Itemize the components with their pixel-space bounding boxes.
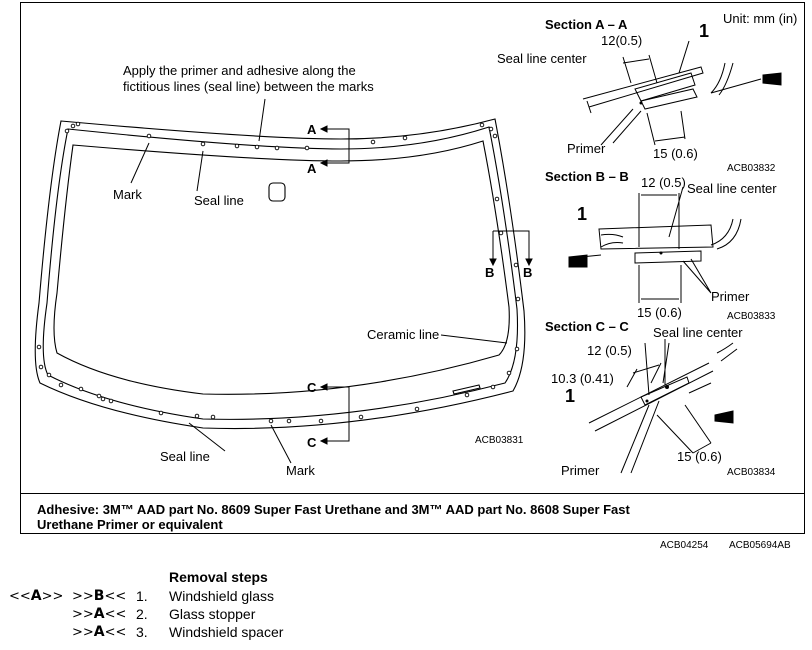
windshield-diagram — [34, 40, 782, 474]
unit-label: Unit: mm (in) — [723, 11, 798, 26]
mark-label-top: Mark — [113, 187, 142, 202]
ceramic-line-label: Ceramic line — [367, 327, 440, 342]
step-3-number: 3. — [136, 624, 148, 640]
section-c-drawing — [588, 339, 738, 474]
footer-code-left: ACB04254 — [660, 540, 709, 551]
section-b-primer: Primer — [711, 289, 750, 304]
adhesive-note-line1: Adhesive: 3M™ AAD part No. 8609 Super Fa… — [37, 502, 630, 517]
section-b-part-number: 1 — [577, 204, 588, 224]
windshield-outer-outline — [34, 118, 526, 430]
footer-code-right: ACB05694AB — [729, 540, 791, 551]
adhesive-note-line2: Urethane Primer or equivalent — [37, 517, 223, 532]
ref-bracket-left: >> — [72, 589, 94, 604]
section-c-title: Section C – C — [545, 319, 629, 334]
section-b-seal-line-center: Seal line center — [687, 181, 777, 196]
section-c-arrow-top-letter: C — [307, 380, 317, 395]
ref-bracket-right: << — [104, 589, 127, 604]
ref-bracket-left: >> — [72, 607, 94, 622]
section-a-primer: Primer — [567, 141, 606, 156]
ref-bracket-right: << — [104, 625, 127, 640]
section-c-code: ACB03834 — [727, 467, 776, 478]
adhesive-note: Adhesive: 3M™ AAD part No. 8609 Super Fa… — [21, 493, 804, 533]
section-c-dim-bottom: 15 (0.6) — [677, 449, 722, 464]
seal-line-label-top: Seal line — [194, 193, 244, 208]
removal-steps-heading: Removal steps — [169, 569, 268, 585]
section-c-dim-top: 12 (0.5) — [587, 343, 632, 358]
mark-dots — [36, 121, 521, 424]
section-b-code: ACB03833 — [727, 311, 776, 322]
section-a-part-number: 1 — [699, 21, 710, 41]
ref-letter: B — [93, 588, 105, 604]
step-1-remove-ref[interactable]: >>B<< — [72, 588, 126, 604]
primer-instruction-line1: Apply the primer and adhesive along the — [123, 63, 356, 78]
ref-bracket-left: >> — [72, 625, 94, 640]
sensor-window — [268, 182, 286, 202]
section-a-arrow-top-letter: A — [307, 122, 317, 137]
section-b-title: Section B – B — [545, 169, 629, 184]
step-2-name[interactable]: Glass stopper — [169, 606, 256, 622]
bottom-stripe — [452, 384, 481, 395]
ref-letter: A — [93, 606, 105, 622]
section-c-dim-mid: 10.3 (0.41) — [551, 371, 614, 386]
step-3-remove-ref[interactable]: >>A<< — [72, 624, 126, 640]
section-a-seal-line-center: Seal line center — [497, 51, 587, 66]
section-a-drawing — [582, 40, 782, 146]
section-a-code: ACB03832 — [727, 163, 776, 174]
step-2-remove-ref[interactable]: >>A<< — [72, 606, 126, 622]
section-b-arrow-left-letter: B — [485, 265, 495, 280]
section-b-drawing — [568, 186, 742, 303]
section-c-seal-line-center: Seal line center — [653, 325, 743, 340]
diagram-frame: Apply the primer and adhesive along the … — [20, 2, 805, 534]
section-a-dim-bottom: 15 (0.6) — [653, 146, 698, 161]
section-c-primer: Primer — [561, 463, 600, 478]
seal-line-path — [42, 126, 518, 420]
step-1-number: 1. — [136, 588, 148, 604]
step-3-name[interactable]: Windshield spacer — [169, 624, 284, 640]
ref-letter: A — [93, 624, 105, 640]
section-b-dim-bottom: 15 (0.6) — [637, 305, 682, 320]
section-a-title: Section A – A — [545, 17, 628, 32]
section-a-dim-top: 12(0.5) — [601, 33, 643, 48]
section-a-arrow-bottom-letter: A — [307, 161, 317, 176]
step-2-number: 2. — [136, 606, 148, 622]
step-1-install-ref[interactable]: <<A>> — [9, 588, 63, 604]
mark-label-bottom: Mark — [286, 463, 315, 478]
ref-bracket-right: >> — [41, 589, 64, 604]
ref-bracket-right: << — [104, 607, 127, 622]
section-b-arrow-right-letter: B — [523, 265, 533, 280]
primer-instruction-line2: fictitious lines (seal line) between the… — [123, 79, 374, 94]
section-b-dim-top: 12 (0.5) — [641, 175, 686, 190]
ref-bracket-left: << — [9, 589, 31, 604]
main-diagram-code: ACB03831 — [475, 435, 524, 446]
section-c-part-number: 1 — [565, 386, 576, 406]
seal-line-label-bottom: Seal line — [160, 449, 210, 464]
ceramic-line-path — [53, 140, 510, 395]
section-c-arrow-bottom-letter: C — [307, 435, 317, 450]
step-1-name[interactable]: Windshield glass — [169, 588, 275, 604]
ref-letter: A — [30, 588, 42, 604]
